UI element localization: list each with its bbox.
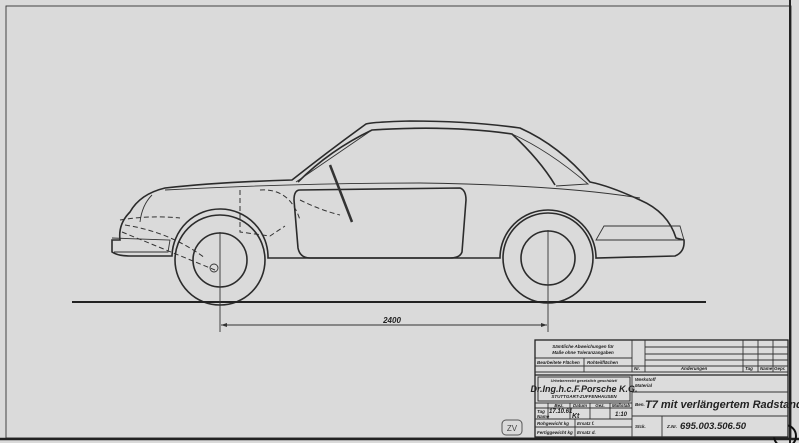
headlight bbox=[139, 194, 153, 223]
material-de: Werkstoff bbox=[635, 377, 656, 382]
drawing-no-label: Z.Nr. bbox=[666, 424, 677, 429]
belt-line bbox=[164, 182, 641, 199]
scale-value: 1:10 bbox=[615, 412, 628, 418]
wheelbase-dimension: 2400 bbox=[219, 290, 549, 332]
front-bumper bbox=[111, 237, 171, 253]
company-name: Dr.Ing.h.c.F.Porsche K.G. bbox=[530, 384, 637, 394]
door bbox=[293, 187, 467, 259]
col-datum: Datum bbox=[573, 403, 587, 408]
rear-window bbox=[511, 133, 590, 187]
drawing-date: 17.10.61 bbox=[549, 409, 573, 415]
tolerance-note-2: Maße ohne Toleranzangaben bbox=[552, 350, 614, 355]
roofline-inner bbox=[297, 127, 556, 186]
revisions-name: Name bbox=[760, 366, 773, 371]
row-tag: Tag bbox=[537, 409, 545, 414]
revisions-checked: Gepr. bbox=[774, 366, 786, 371]
name-label: Ben. bbox=[635, 402, 645, 407]
revisions-no: Nr. bbox=[634, 366, 640, 371]
hidden-lines-front bbox=[119, 189, 341, 271]
steering-column bbox=[328, 164, 354, 223]
col-bez: Bez. bbox=[554, 403, 563, 408]
zv-stamp-text: ZV bbox=[507, 424, 518, 433]
zv-stamp bbox=[501, 419, 523, 436]
windshield bbox=[295, 129, 373, 183]
car-body-outline bbox=[111, 120, 685, 259]
replaces: Ersatz f. bbox=[577, 421, 595, 426]
revisions-label: Änderungen bbox=[680, 365, 708, 371]
tolerance-note-1: Sämtliche Abweichungen für bbox=[552, 344, 614, 349]
material-en: Material bbox=[635, 383, 653, 388]
raw-weight: Rohgewicht kg bbox=[537, 421, 569, 426]
finished-weight: Fertiggewicht kg bbox=[537, 430, 573, 435]
row-name: Name bbox=[537, 414, 550, 419]
revisions-day: Tag bbox=[745, 366, 753, 371]
drawing-number: 695.003.506.50 bbox=[680, 421, 747, 432]
company-city: STUTTGART-ZUFFENHAUSEN bbox=[551, 394, 617, 399]
col-gez: Gez. bbox=[595, 403, 605, 408]
copyright-note: Urheberrecht gesetzlich geschützt! bbox=[551, 378, 618, 383]
machined-surfaces: Bearbeitete Flächen bbox=[537, 360, 580, 365]
wheelbase-value: 2400 bbox=[382, 316, 401, 325]
col-scale: Maßstab bbox=[612, 403, 631, 408]
drawing-title: T7 mit verlängertem Radstand bbox=[645, 399, 799, 411]
raw-surfaces: Rohteilflächen bbox=[587, 360, 618, 365]
title-block: Sämtliche Abweichungen für Maße ohne Tol… bbox=[530, 339, 799, 438]
drawer-initials: Kt bbox=[572, 413, 580, 420]
rear-bumper bbox=[595, 225, 685, 241]
qty-label: Stck. bbox=[635, 424, 646, 429]
replaced-by: Ersatz d. bbox=[577, 430, 596, 435]
